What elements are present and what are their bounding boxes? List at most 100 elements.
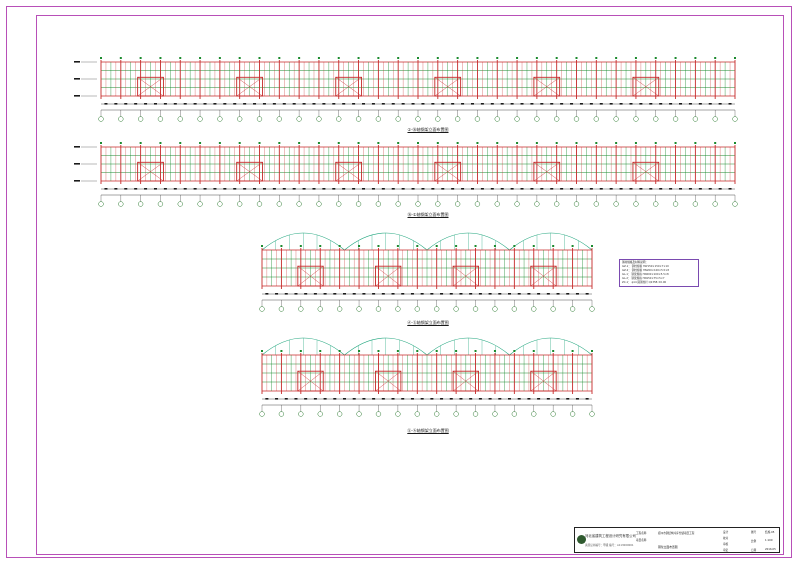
axis-bubble — [494, 116, 500, 122]
dimension-tick — [619, 103, 623, 105]
top-marker — [218, 57, 221, 59]
door-opening — [533, 76, 561, 97]
axis-bubble — [157, 116, 164, 122]
door-opening — [297, 265, 324, 287]
dimension-tick — [440, 293, 444, 295]
door-brace — [434, 77, 461, 97]
dimension-tick — [708, 188, 712, 190]
dimension-tick — [488, 398, 492, 400]
dimension-tick — [478, 293, 482, 295]
axis-bubble — [356, 306, 362, 312]
label-item: 项目名称 — [636, 539, 647, 542]
axis-bubble — [453, 306, 459, 312]
top-marker — [397, 57, 400, 59]
dimension-tick — [698, 103, 702, 105]
axis-bubble — [276, 201, 282, 207]
dimension-tick — [451, 188, 455, 190]
axis-bubble — [573, 116, 580, 122]
door-opening — [335, 161, 363, 182]
dimension-tick — [362, 188, 366, 190]
dimension-tick — [372, 398, 376, 400]
dimension-tick — [579, 188, 583, 190]
top-marker — [319, 350, 322, 352]
dimension-tick — [599, 103, 603, 105]
axis-bubble — [692, 201, 699, 207]
dimension-tick — [431, 188, 435, 190]
dimension-tick — [609, 188, 613, 190]
dimension-tick — [243, 103, 247, 105]
dimension-tick — [585, 398, 589, 400]
dimension-tick — [520, 103, 524, 105]
axis-bubble — [355, 116, 362, 122]
door-opening — [375, 370, 402, 392]
dimension-tick — [173, 188, 177, 190]
dimension-tick — [469, 293, 473, 295]
dimension-tick — [530, 103, 534, 105]
top-marker — [199, 142, 202, 144]
dimension-tick — [649, 188, 653, 190]
axis-bubble — [336, 411, 343, 417]
dimension-tick — [144, 103, 148, 105]
dimension-tick — [313, 293, 317, 295]
axis-bubble — [554, 116, 560, 122]
dimension-tick — [292, 103, 296, 105]
top-marker — [436, 57, 439, 59]
dimension-tick — [411, 188, 415, 190]
axis-bubble — [336, 306, 343, 312]
dimension-tick — [649, 103, 653, 105]
dimension-tick — [322, 103, 326, 105]
dimension-tick — [639, 188, 643, 190]
top-marker — [100, 57, 102, 59]
dimension-tick — [332, 188, 336, 190]
axis-bubble — [276, 116, 282, 122]
label-review: 审核 — [723, 543, 729, 546]
axis-bubble — [177, 201, 183, 207]
axis-bubble — [415, 201, 421, 207]
dimension-tick — [459, 398, 463, 400]
dimension-tick — [480, 103, 484, 105]
top-marker — [435, 350, 438, 352]
axis-bubble — [613, 116, 619, 122]
axis-bubble — [237, 116, 243, 122]
top-marker — [396, 245, 399, 247]
dimension-tick — [530, 188, 534, 190]
axis-bubble — [355, 201, 362, 207]
dimension-tick — [556, 293, 560, 295]
top-marker — [474, 350, 477, 352]
door-brace — [533, 77, 560, 97]
top-marker — [280, 350, 283, 352]
dimension-tick — [421, 188, 425, 190]
dimension-tick — [441, 103, 445, 105]
dimension-tick — [510, 188, 514, 190]
title-block: 河北省建筑工程设计研究有限公司 资质证书编号：甲级 编号：A113000001 … — [574, 527, 780, 553]
dimension-tick — [669, 103, 673, 105]
label-project: 工程名称 — [636, 532, 647, 535]
axis-bubble — [395, 201, 401, 207]
dimension-tick — [304, 293, 308, 295]
dimension-tick — [441, 188, 445, 190]
top-marker — [199, 57, 202, 59]
axis-bubble — [259, 306, 265, 312]
dimension-tick — [381, 398, 385, 400]
door-opening — [236, 161, 263, 182]
axis-bubble — [712, 201, 718, 207]
top-marker — [634, 142, 637, 144]
top-marker — [555, 142, 558, 144]
dimension-tick — [114, 103, 118, 105]
door-opening — [375, 265, 402, 287]
dimension-tick — [527, 293, 531, 295]
dimension-tick — [461, 103, 465, 105]
axis-bubble — [414, 306, 420, 312]
axis-bubble — [550, 411, 556, 417]
axis-bubble — [531, 306, 537, 312]
dimension-tick — [371, 188, 375, 190]
top-marker — [337, 142, 340, 144]
dimension-tick — [570, 103, 574, 105]
outer-border — [6, 6, 792, 558]
dimension-tick — [333, 293, 337, 295]
door-brace — [335, 77, 362, 97]
top-marker — [575, 142, 578, 144]
dimension-tick — [619, 188, 623, 190]
